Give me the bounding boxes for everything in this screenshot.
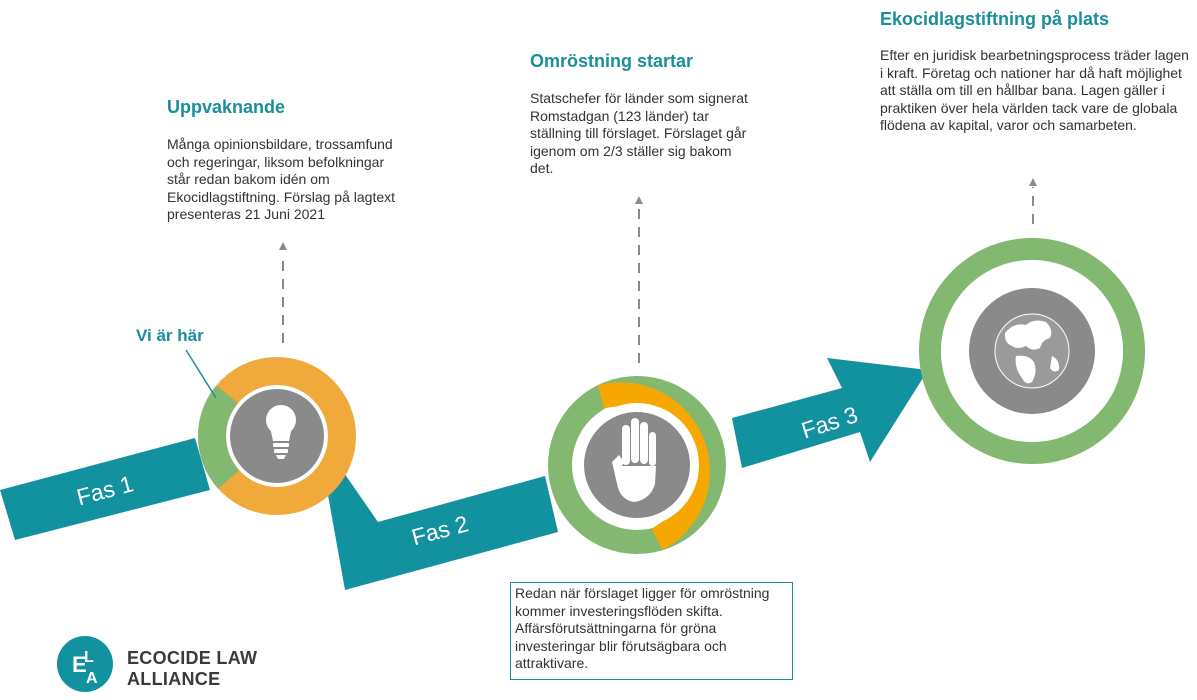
phase1-arrow — [0, 438, 210, 540]
svg-text:A: A — [86, 670, 98, 687]
phase3-title: Ekocidlagstiftning på plats — [880, 9, 1110, 29]
lightbulb-icon — [266, 405, 296, 459]
here-pointer — [185, 349, 217, 399]
phase1-title: Uppvaknande — [167, 97, 286, 117]
logo-mark: E L A — [57, 636, 113, 692]
phase3-ring — [919, 238, 1145, 464]
phase2-note: Redan när förslaget ligger för omröstnin… — [510, 582, 793, 680]
svg-text:L: L — [84, 649, 94, 666]
phase1-ring — [198, 357, 356, 515]
logo-line2: ALLIANCE — [127, 669, 221, 689]
phase2-description: Statschefer för länder som signerat Roms… — [530, 90, 748, 176]
logo-text: ECOCIDE LAW ALLIANCE — [127, 648, 257, 690]
phase2-arrow — [328, 470, 558, 590]
raised-hand-icon — [612, 418, 656, 502]
phase1-connector — [279, 242, 287, 343]
phase1-description: Många opinionsbildare, trossamfund och r… — [167, 136, 396, 222]
phase2-connector — [635, 196, 643, 363]
phase3-arrow — [732, 358, 928, 468]
phase3-description: Efter en juridisk bearbetningsprocess tr… — [880, 47, 1189, 133]
phase2-ring — [548, 376, 726, 554]
logo-line1: ECOCIDE LAW — [127, 648, 258, 668]
svg-text:E: E — [72, 652, 87, 677]
globe-icon — [994, 313, 1070, 389]
here-label: Vi är här — [136, 326, 204, 345]
phase3-connector — [1029, 178, 1037, 224]
phase2-title: Omröstning startar — [530, 51, 694, 71]
